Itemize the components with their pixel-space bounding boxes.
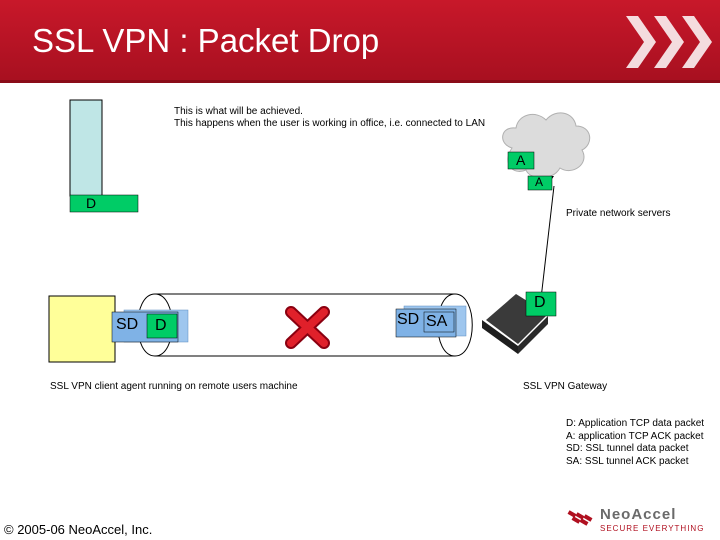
packet-a-1: A (516, 152, 526, 168)
packet-box-a1 (507, 151, 535, 170)
office-device (69, 99, 103, 197)
note-line-2: This happens when the user is working in… (174, 118, 486, 129)
client-agent-label: SSL VPN client agent running on remote u… (50, 381, 298, 392)
title-divider (0, 80, 720, 83)
packet-sd-left: SD (116, 316, 139, 333)
logo-name: NeoAccel (600, 506, 677, 523)
logo-tagline: SECURE EVERYTHING (600, 524, 705, 533)
copyright: © 2005-06 NeoAccel, Inc. (4, 522, 153, 537)
packet-d-left: D (86, 195, 97, 211)
note-line-1: This is what will be achieved. (174, 106, 303, 117)
slide-title: SSL VPN : Packet Drop (32, 22, 380, 59)
chevrons-icon (626, 16, 712, 68)
gateway-label: SSL VPN Gateway (523, 381, 608, 392)
client-machine (48, 295, 116, 363)
packet-sa-right: SA (426, 313, 448, 330)
private-servers-label: Private network servers (566, 208, 671, 219)
legend: D: Application TCP data packet A: applic… (566, 418, 704, 468)
packet-d-gateway: D (534, 294, 546, 311)
neoaccel-logo-icon (567, 510, 593, 526)
legend-item: SA: SSL tunnel ACK packet (566, 455, 689, 467)
packet-drop-x-icon (285, 306, 330, 349)
title-bar (0, 0, 720, 80)
packet-box-d-left (146, 313, 178, 339)
legend-item: D: Application TCP data packet (566, 418, 705, 429)
packet-a-2: A (535, 175, 544, 189)
legend-item: A: application TCP ACK packet (566, 430, 704, 442)
packet-sd-right: SD (397, 311, 420, 328)
packet-box-gateway-d (525, 291, 557, 317)
packet-d-tunnel: D (155, 317, 167, 334)
packet-box-sa-right (423, 311, 455, 333)
legend-item: SD: SSL tunnel data packet (566, 443, 689, 454)
packet-box-a2 (527, 175, 553, 191)
packet-box-left-d (69, 194, 139, 213)
